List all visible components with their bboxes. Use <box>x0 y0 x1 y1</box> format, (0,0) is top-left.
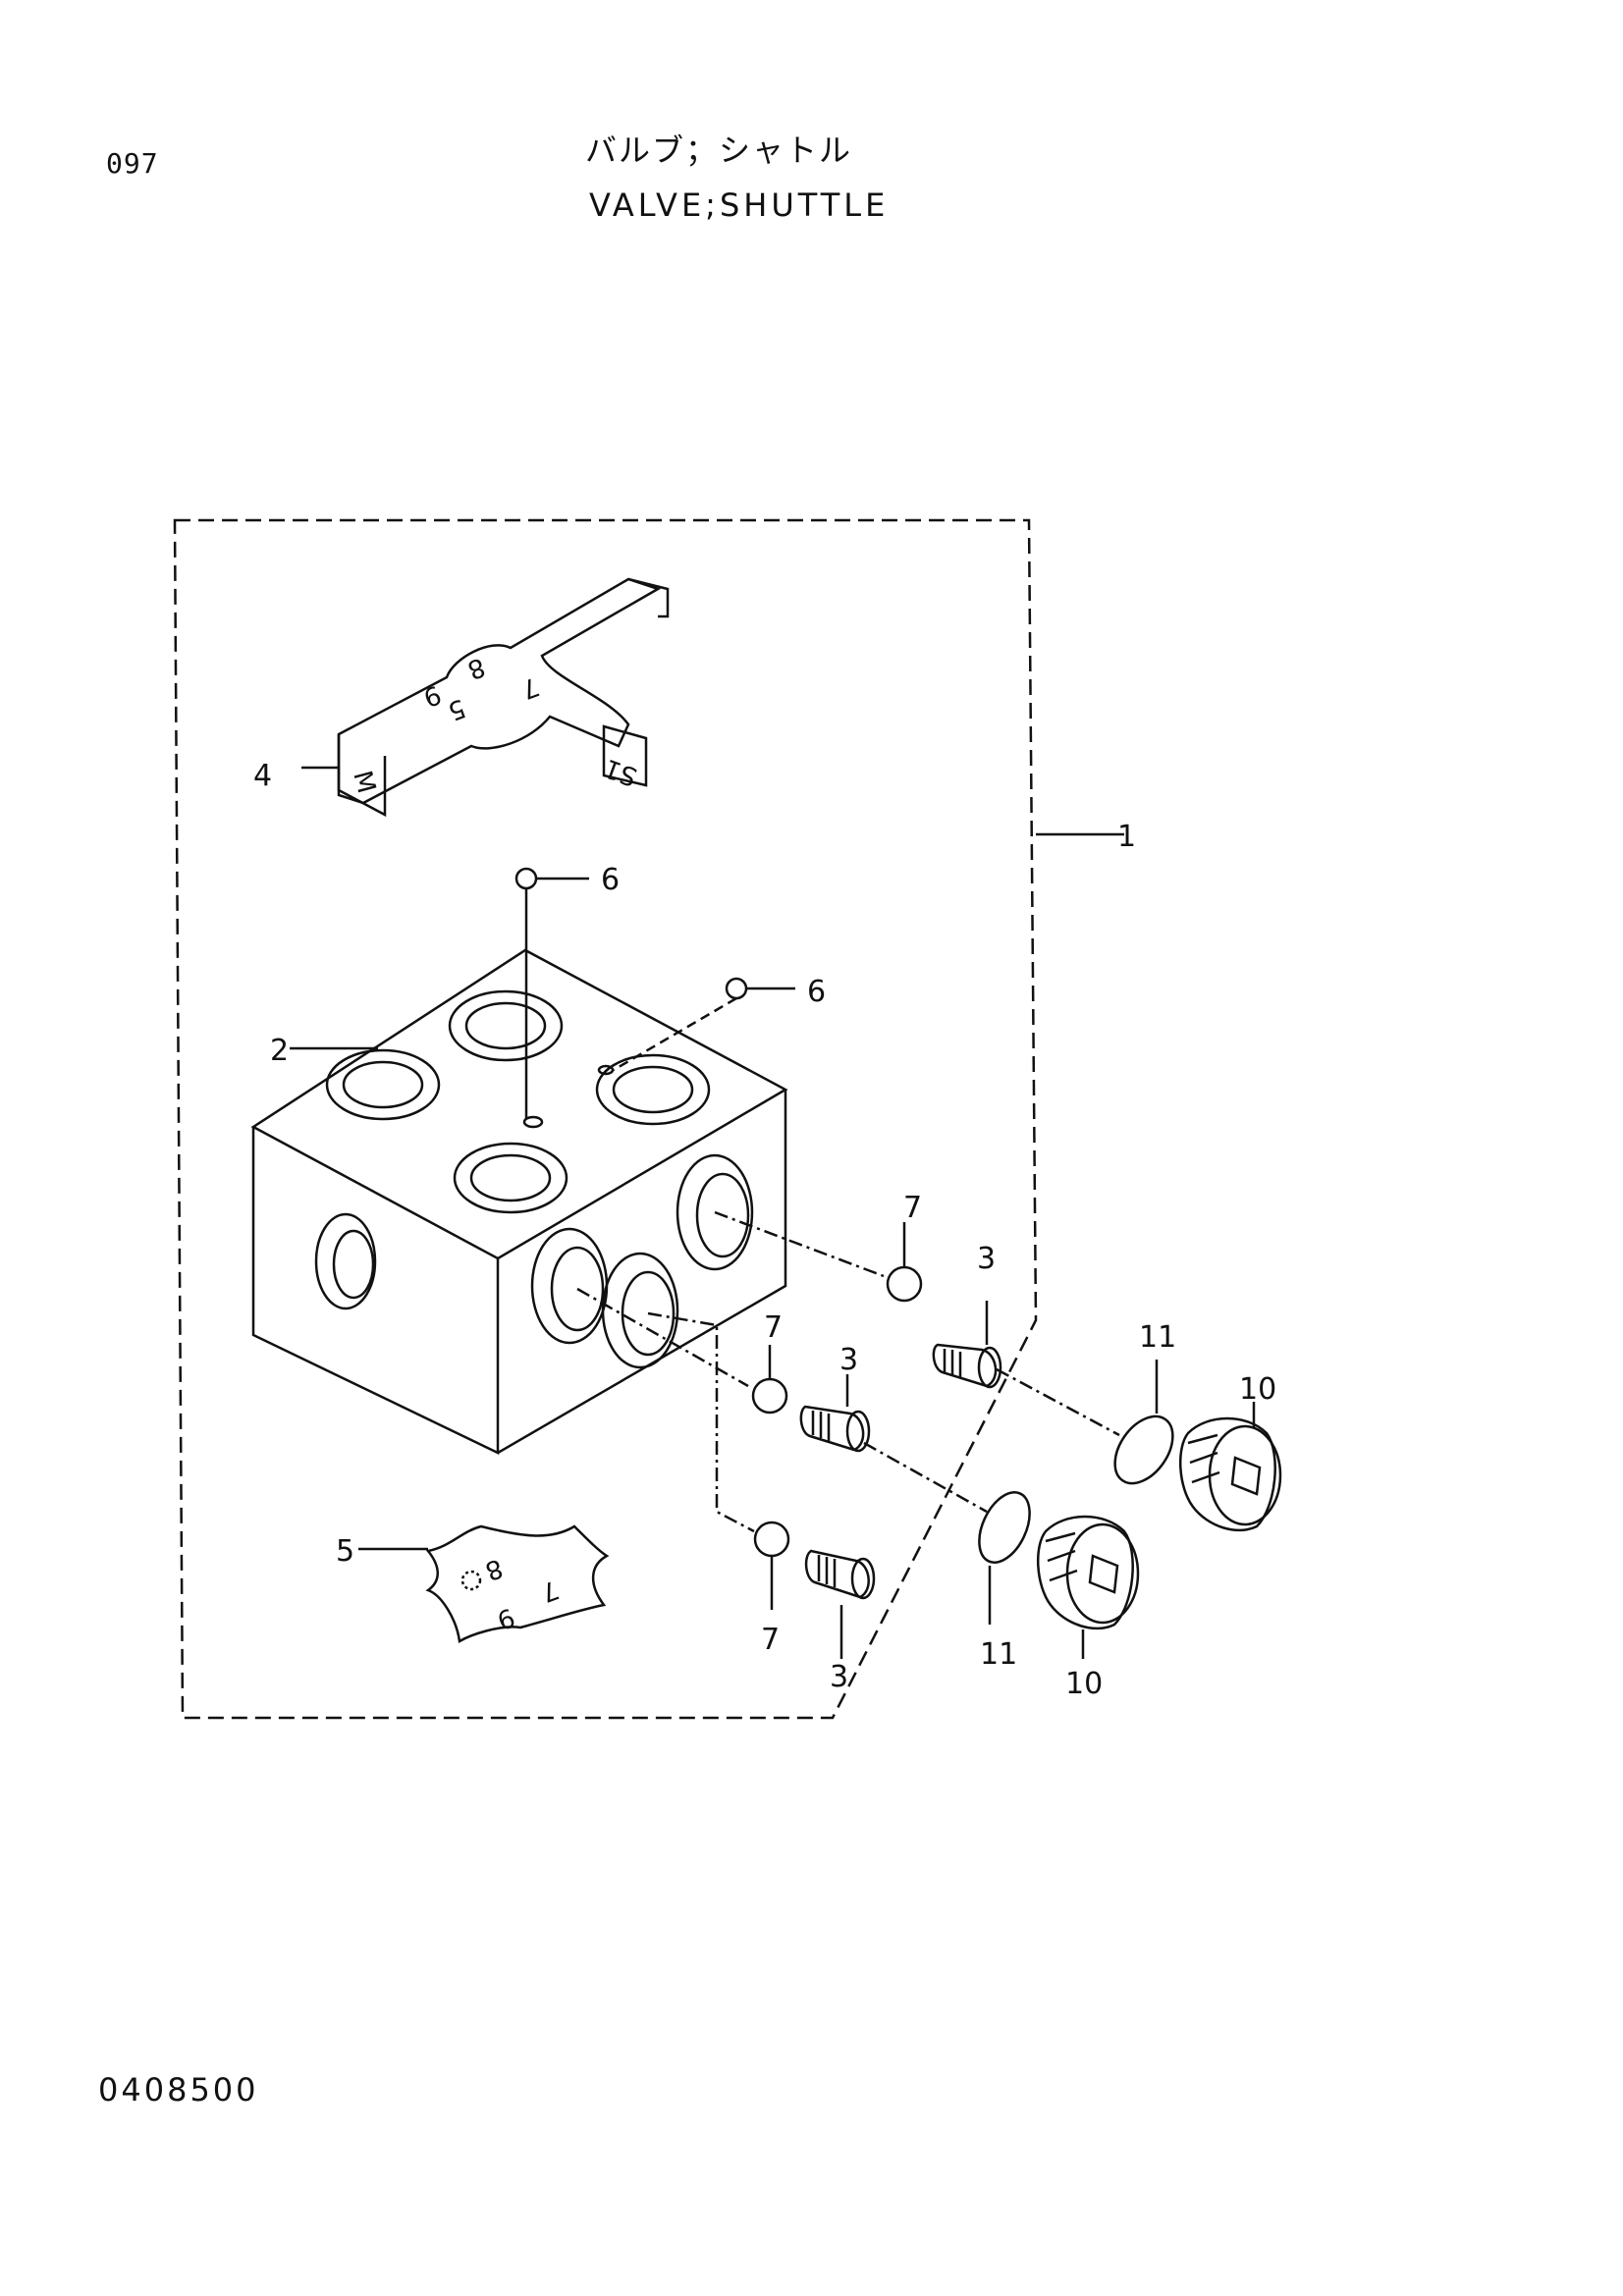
plug-part-10-upper <box>1179 1416 1282 1532</box>
callout-2: 2 <box>270 1034 289 1068</box>
o-ring-part-11-lower <box>978 1491 1031 1564</box>
drawing-number: 0408500 <box>98 2071 259 2109</box>
callout-3-middle: 3 <box>839 1343 858 1377</box>
callout-11-upper: 11 <box>1139 1320 1176 1355</box>
callout-6-right: 6 <box>807 975 826 1009</box>
callout-4: 4 <box>253 759 272 793</box>
plug-part-3-lower <box>804 1549 876 1600</box>
ball-part-6-top <box>514 867 538 890</box>
plug-part-10-lower <box>1037 1515 1140 1630</box>
plug-part-3-middle <box>799 1405 871 1453</box>
callout-6-top: 6 <box>601 863 620 897</box>
callout-3-upper: 3 <box>977 1242 996 1276</box>
callout-3-lower: 3 <box>830 1660 848 1694</box>
ball-part-7-middle <box>751 1377 788 1415</box>
nameplate-part-4: 9 8 5 7 M S1 <box>337 577 670 818</box>
nameplate-part-5: 8 9 7 <box>425 1524 610 1644</box>
page-number: 097 <box>106 147 159 180</box>
valve-block-part-2 <box>250 948 788 1455</box>
callout-11-lower: 11 <box>980 1637 1017 1672</box>
callout-1: 1 <box>1117 820 1136 854</box>
plate4-mark-6: S1 <box>601 753 641 791</box>
callout-10-upper: 10 <box>1239 1372 1276 1407</box>
callout-7-middle: 7 <box>764 1310 783 1345</box>
ball-part-7-lower <box>753 1521 790 1558</box>
ball-part-7-upper <box>886 1265 923 1303</box>
title-japanese: バルブ；シャトル <box>585 132 853 169</box>
title-english: VALVE;SHUTTLE <box>589 187 890 224</box>
ball-part-6-right <box>725 977 748 1000</box>
callout-10-lower: 10 <box>1065 1667 1103 1701</box>
assembly-boundary <box>173 518 1038 1720</box>
callout-5: 5 <box>336 1534 354 1569</box>
plug-part-3-upper <box>932 1343 1002 1389</box>
callout-7-upper: 7 <box>903 1191 922 1225</box>
o-ring-part-11-upper <box>1113 1415 1174 1485</box>
callout-7-lower: 7 <box>761 1623 780 1657</box>
